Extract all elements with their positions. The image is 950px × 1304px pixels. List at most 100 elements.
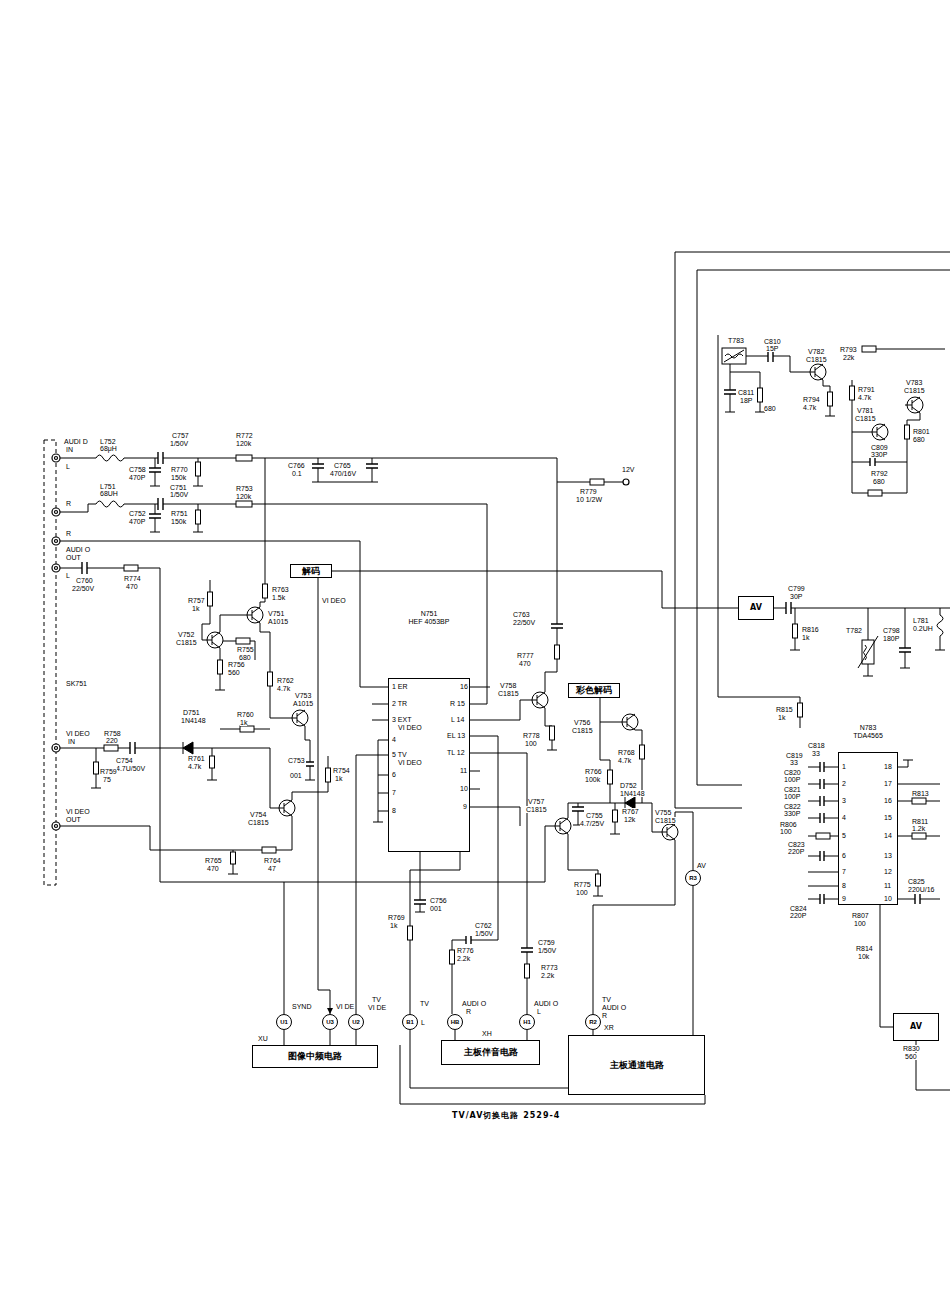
part-label: V757 [528,798,544,805]
part-label: C759 [538,939,555,946]
part-label: 470P [129,474,145,481]
part-label: R776 [457,947,474,954]
part-label: C1815 [855,415,876,422]
part-label: C1815 [176,639,197,646]
part-label: L [66,572,70,579]
connector [318,578,330,1014]
part-label: C763 [513,611,530,618]
part-label: 1/50V [538,947,556,954]
part-label: 18 [884,763,892,770]
part-label: A1015 [293,700,313,707]
part-label: C1815 [572,727,593,734]
part-label: 2.2k [541,972,554,979]
part-label: R753 [236,485,253,492]
part-label: VI DEO [66,808,90,815]
part-label: 1k [802,634,809,641]
part-label: 68UH [100,490,118,497]
part-label: 9 [842,895,846,902]
part-label: C766 [288,462,305,469]
part-label: C822 [784,803,801,810]
part-label: C1815 [526,806,547,813]
connector-terminal: R3 [685,870,701,886]
part-label: 330P [871,451,887,458]
inductor-symbol [96,455,943,636]
part-label: 5 TV [392,751,407,758]
part-label: R792 [871,470,888,477]
part-label: 33 [812,750,820,757]
part-label: T782 [846,627,862,634]
connector [455,1030,456,1040]
circuit-block: 主板伴音电路 [441,1040,540,1065]
part-label: R757 [188,597,205,604]
part-label: R777 [517,652,534,659]
connector-terminal: U2 [348,1014,364,1030]
part-label: TV [420,1000,429,1007]
part-label: 150k [171,474,186,481]
part-label: C1815 [655,817,676,824]
transistor-symbol [205,364,923,840]
part-label: V783 [906,379,922,386]
part-label: 10 1/2W [576,496,602,503]
part-label: 220P [788,848,804,855]
part-label: R751 [171,510,188,517]
part-label: C755 [586,812,603,819]
part-label: TL 12 [447,749,465,756]
part-label: C760 [76,577,93,584]
part-label: 470 [126,583,138,590]
part-label: C762 [475,922,492,929]
part-label: 100 [780,828,792,835]
resistor-symbol [94,346,927,978]
part-label: 1k [240,719,247,726]
part-label: R [66,530,71,537]
part-label: 680 [239,654,251,661]
part-label: 9 [463,803,467,810]
part-label: C757 [172,432,189,439]
part-label: V753 [295,692,311,699]
part-label: 1.5k [272,594,285,601]
node-label: AV [910,1023,922,1031]
part-label: 30P [790,593,802,600]
part-label: C825 [908,878,925,885]
connector-terminal: U3 [322,1014,338,1030]
part-label: C798 [883,627,900,634]
part-label: R762 [277,677,294,684]
part-label: C820 [784,769,801,776]
connector-terminal: H1 [519,1014,535,1030]
part-label: 4.7/25V [580,820,604,827]
part-label: 14 [884,832,892,839]
part-label: D752 [620,782,637,789]
part-label: 470 [207,865,219,872]
part-label: C751 [170,484,187,491]
part-label: 220 [106,737,118,744]
connector [332,571,738,608]
part-label: R774 [124,575,141,582]
part-label: R767 [622,808,639,815]
part-label: C823 [788,841,805,848]
part-label: 15P [766,345,778,352]
part-label: R758 [104,730,121,737]
circuit-block: 图像中频电路 [252,1045,378,1068]
part-label: TV [602,996,611,1003]
part-label: C1815 [904,387,925,394]
part-label: R770 [171,466,188,473]
part-label: AV [697,862,706,869]
part-label: TV [372,996,381,1003]
part-label: 1 ER [392,683,408,690]
part-label: R 15 [450,700,465,707]
part-label: IN [66,446,73,453]
part-label: 6 [392,771,396,778]
part-label: C819 [786,752,803,759]
part-label: C752 [129,510,146,517]
part-label: 12 [884,868,892,875]
part-label: 560 [228,669,240,676]
part-label: A1015 [268,618,288,625]
part-label: 001 [430,905,442,912]
part-label: L [66,463,70,470]
part-label: C1815 [806,356,827,363]
part-label: C753 [288,757,305,764]
part-label: C1815 [248,819,269,826]
part-label: V781 [857,407,873,414]
part-label: R813 [912,790,929,797]
